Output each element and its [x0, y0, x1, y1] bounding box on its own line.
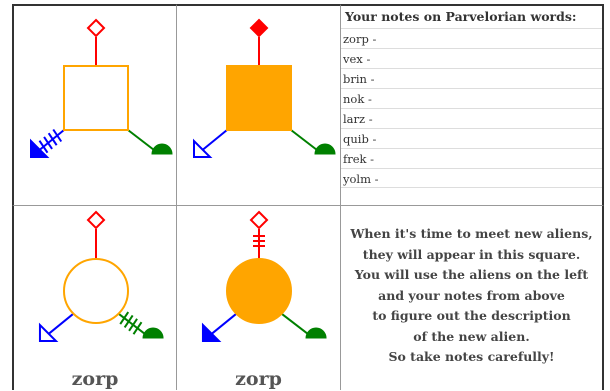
note-entry-zorp: zorp - — [341, 28, 602, 48]
alien-figure-3 — [38, 210, 164, 343]
alien-figure-2 — [193, 18, 336, 158]
note-entry-yolm: yolm - — [341, 168, 602, 188]
right-limb — [127, 129, 155, 151]
alien-panel-1 — [12, 4, 177, 206]
right-limb-hatch-mark — [119, 311, 130, 325]
body-square — [226, 65, 292, 131]
alien-word-label-3: zorp — [71, 368, 119, 390]
notes-title: Your notes on Parvelorian words: — [345, 9, 577, 24]
right-limb-dome — [305, 327, 327, 339]
right-limb — [281, 313, 309, 335]
left-limb — [36, 129, 65, 153]
alien-figure-4 — [201, 210, 327, 343]
right-limb — [118, 313, 146, 335]
left-limb-arrow — [193, 138, 213, 158]
alien-panel-3: zorp — [12, 205, 177, 390]
instruction-line-5: to figure out the description — [372, 308, 571, 323]
note-entry-vex: vex - — [341, 48, 602, 68]
note-entry-brin: brin - — [341, 68, 602, 88]
note-entry-larz: larz - — [341, 108, 602, 128]
body-square — [63, 65, 129, 131]
head-diamond — [86, 210, 106, 230]
instruction-line-4: and your notes from above — [378, 287, 565, 303]
right-limb-hatch-mark — [128, 318, 138, 332]
note-entry-nok: nok - — [341, 88, 602, 108]
instruction-line-1: When it's time to meet new aliens, — [350, 226, 593, 241]
alien-figure-1 — [30, 18, 173, 158]
instructions-text: When it's time to meet new aliens, they … — [341, 224, 602, 368]
body-circle — [63, 258, 129, 324]
head-diamond — [249, 18, 269, 38]
left-limb — [208, 313, 237, 337]
instruction-line-7: So take notes carefully! — [388, 349, 555, 364]
instruction-line-2: they will appear in this square. — [362, 246, 581, 262]
left-limb-hatch-mark — [47, 132, 58, 146]
left-limb-arrow — [201, 322, 222, 343]
head-diamond — [249, 210, 269, 230]
note-entry-quib: quib - — [341, 128, 602, 148]
right-limb — [290, 129, 318, 151]
left-limb-hatch-mark — [43, 136, 53, 150]
note-entry-frek: frek - — [341, 148, 602, 168]
alien-panel-2 — [176, 4, 341, 206]
left-limb — [199, 129, 228, 153]
instruction-line-6: of the new alien. — [413, 328, 530, 344]
left-limb-arrow — [30, 138, 50, 158]
left-limb-hatch-mark — [52, 128, 63, 143]
right-limb-dome — [151, 143, 173, 155]
right-limb-dome — [142, 327, 164, 339]
alien-panel-4: zorp — [176, 205, 341, 390]
right-limb-hatch-mark — [123, 314, 134, 328]
left-limb-arrow — [38, 322, 59, 343]
right-limb-dome — [314, 143, 336, 155]
left-limb-hatch-mark — [38, 140, 49, 154]
head-diamond — [86, 18, 106, 38]
instruction-line-3: You will use the aliens on the left — [354, 267, 589, 282]
body-circle — [226, 258, 292, 324]
notes-list: zorp - vex - brin - nok - larz - quib - … — [341, 28, 602, 188]
instructions-panel: When it's time to meet new aliens, they … — [340, 205, 604, 390]
right-limb-hatch-mark — [132, 321, 143, 335]
notes-panel: Your notes on Parvelorian words: zorp - … — [340, 4, 604, 206]
left-limb — [45, 313, 74, 337]
alien-word-label-4: zorp — [235, 368, 282, 390]
